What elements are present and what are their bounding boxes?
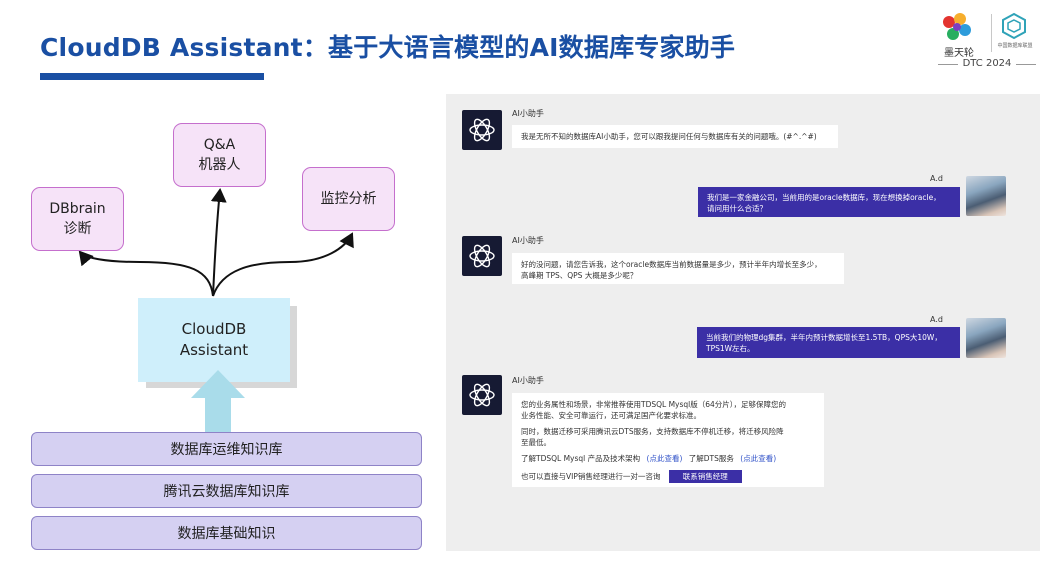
monitor-analysis-box: 监控分析 — [302, 167, 395, 231]
user-message-line1: 当前我们的物理dg集群，半年内预计数据增长至1.5TB，QPS大10W， — [706, 333, 942, 342]
clouddb-assistant-box: CloudDB Assistant — [138, 298, 290, 382]
ai-message-text: 我是无所不知的数据库AI小助手，您可以跟我提问任何与数据库有关的问题哦。(#^.… — [521, 132, 817, 141]
assistant-label-line2: Assistant — [179, 341, 249, 359]
qa-sublabel: 机器人 — [198, 157, 241, 173]
qa-label: Q&A — [203, 137, 236, 153]
ai-name-label: AI小助手 — [512, 376, 544, 385]
ai-avatar-icon — [462, 110, 502, 150]
ai-message-line1: 好的没问题，请您告诉我，这个oracle数据库当前数据量是多少，预计半年内增长至… — [521, 260, 822, 269]
ai-avatar-icon — [462, 375, 502, 415]
db-basics-knowledge-layer: 数据库基础知识 — [31, 516, 422, 550]
page-title: CloudDB Assistant：基于大语言模型的AI数据库专家助手 — [40, 33, 736, 62]
ai-message-p1-line1: 您的业务属性和场景，非常推荐使用TDSQL Mysql版（64分片），足够保障您… — [521, 400, 787, 409]
contact-sales-button[interactable]: 联系销售经理 — [668, 470, 742, 483]
diagram-arrows — [78, 188, 354, 297]
tdsql-view-link[interactable]: (点此查看) — [646, 454, 683, 463]
user-message-bubble: 当前我们的物理dg集群，半年内预计数据增长至1.5TB，QPS大10W， TPS… — [697, 327, 960, 358]
ai-message-p1-line2: 业务性能、安全可靠运行，还可满足国产化要求标准。 — [521, 411, 701, 420]
ai-name-label: AI小助手 — [512, 109, 544, 118]
ai-name-label: AI小助手 — [512, 236, 544, 245]
learn-dts-text: 了解DTS服务 — [688, 454, 734, 463]
ai-message-line2: 高峰期 TPS、QPS 大概是多少呢？ — [521, 271, 638, 280]
event-label: DTC 2024 — [938, 58, 1036, 69]
ai-message-bubble: 好的没问题，请您告诉我，这个oracle数据库当前数据量是多少，预计半年内增长至… — [512, 253, 844, 284]
user-message-line2: 请问用什么合适？ — [707, 204, 767, 213]
ai-message-bubble: 您的业务属性和场景，非常推荐使用TDSQL Mysql版（64分片），足够保障您… — [512, 393, 824, 487]
logo-divider — [991, 14, 992, 52]
dbbrain-sublabel: 诊断 — [63, 221, 92, 237]
ops-knowledge-layer: 数据库运维知识库 — [31, 432, 422, 466]
tencent-db-knowledge-layer: 腾讯云数据库知识库 — [31, 474, 422, 508]
logo2-label: 中国数据库联盟 — [997, 43, 1033, 49]
title-underline — [40, 73, 264, 80]
ai-message-p2-line1: 同时，数据迁移可采用腾讯云DTS服务，支持数据库不停机迁移，将迁移风险降 — [521, 427, 784, 436]
vip-consult-text: 也可以直接与VIP销售经理进行一对一咨询 — [521, 472, 661, 481]
ai-message-p2-line2: 至最低。 — [521, 438, 551, 447]
user-message-line1: 我们是一家金融公司，当前用的是oracle数据库，现在想换掉oracle， — [707, 193, 941, 202]
ai-message-bubble: 我是无所不知的数据库AI小助手，您可以跟我提问任何与数据库有关的问题哦。(#^.… — [512, 125, 838, 148]
up-arrow-icon — [191, 370, 245, 432]
assistant-label-line1: CloudDB — [181, 320, 247, 338]
learn-tdsql-text: 了解TDSQL Mysql 产品及技术架构 — [521, 454, 641, 463]
dbbrain-label: DBbrain — [49, 201, 106, 217]
database-alliance-logo-icon — [1000, 12, 1028, 40]
motianlun-logo-icon — [934, 10, 980, 54]
user-message-bubble: 我们是一家金融公司，当前用的是oracle数据库，现在想换掉oracle， 请问… — [698, 187, 960, 217]
dbbrain-box: DBbrain 诊断 — [31, 187, 124, 251]
user-avatar — [966, 318, 1006, 358]
logo1-label: 墨天轮 — [944, 48, 974, 59]
dts-view-link[interactable]: (点此查看) — [740, 454, 777, 463]
ai-avatar-icon — [462, 236, 502, 276]
user-name-label: A.d — [930, 174, 943, 183]
user-message-line2: TPS1W左右。 — [706, 344, 755, 353]
monitor-label: 监控分析 — [320, 191, 377, 207]
qa-robot-box: Q&A 机器人 — [173, 123, 266, 187]
user-name-label: A.d — [930, 315, 943, 324]
user-avatar — [966, 176, 1006, 216]
